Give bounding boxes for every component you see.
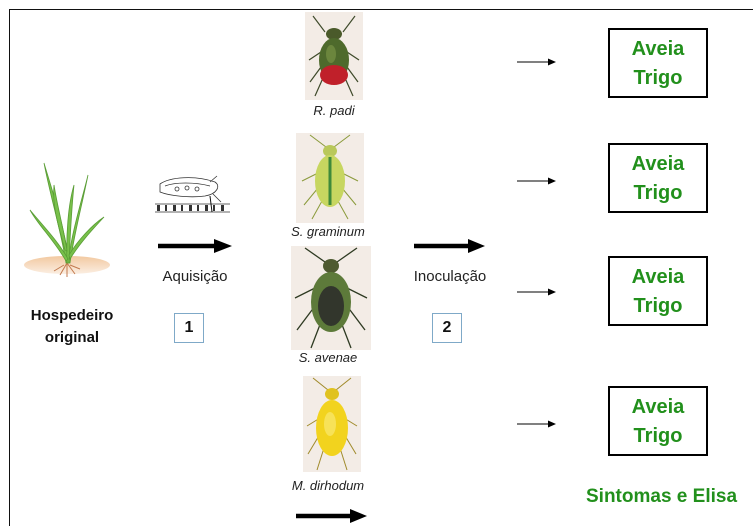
result-box-2: Aveia Trigo bbox=[608, 143, 708, 213]
result-arrow-1-icon bbox=[517, 57, 557, 67]
acquisition-label: Aquisição bbox=[150, 268, 240, 285]
result-box-4-line2: Trigo bbox=[610, 422, 706, 451]
aphid-feeding-sketch-icon bbox=[155, 172, 230, 222]
result-box-4: Aveia Trigo bbox=[608, 386, 708, 456]
aphid-s-avenae-icon bbox=[291, 246, 371, 350]
result-box-1-line1: Aveia bbox=[610, 35, 706, 64]
result-arrow-3-icon bbox=[517, 287, 557, 297]
step-2-badge: 2 bbox=[432, 313, 462, 343]
result-box-1-line2: Trigo bbox=[610, 64, 706, 93]
result-arrow-2-icon bbox=[517, 176, 557, 186]
result-box-3: Aveia Trigo bbox=[608, 256, 708, 326]
host-label-line2: original bbox=[22, 327, 122, 349]
result-arrow-4-icon bbox=[517, 419, 557, 429]
aphid-label-r-padi: R. padi bbox=[274, 103, 394, 118]
inoculation-label: Inoculação bbox=[400, 268, 500, 285]
aphid-s-graminum-icon bbox=[296, 133, 364, 223]
aphid-label-m-dirhodum: M. dirhodum bbox=[268, 478, 388, 493]
wheat-plant-icon bbox=[22, 155, 112, 280]
result-box-2-line2: Trigo bbox=[610, 179, 706, 208]
acquisition-arrow-icon bbox=[158, 238, 233, 254]
aphid-m-dirhodum-icon bbox=[303, 376, 361, 472]
aphid-label-s-graminum: S. graminum bbox=[268, 224, 388, 239]
bottom-arrow-icon bbox=[296, 508, 368, 524]
host-label-line1: Hospedeiro bbox=[22, 305, 122, 327]
aphid-label-s-avenae: S. avenae bbox=[268, 350, 388, 365]
result-box-1: Aveia Trigo bbox=[608, 28, 708, 98]
result-box-3-line2: Trigo bbox=[610, 292, 706, 321]
host-label: Hospedeiro original bbox=[22, 305, 122, 349]
result-box-3-line1: Aveia bbox=[610, 263, 706, 292]
evaluation-label: Sintomas e Elisa bbox=[586, 486, 737, 508]
step-1-badge: 1 bbox=[174, 313, 204, 343]
inoculation-arrow-icon bbox=[414, 238, 486, 254]
aphid-r-padi-icon bbox=[305, 12, 363, 100]
result-box-4-line1: Aveia bbox=[610, 393, 706, 422]
result-box-2-line1: Aveia bbox=[610, 150, 706, 179]
